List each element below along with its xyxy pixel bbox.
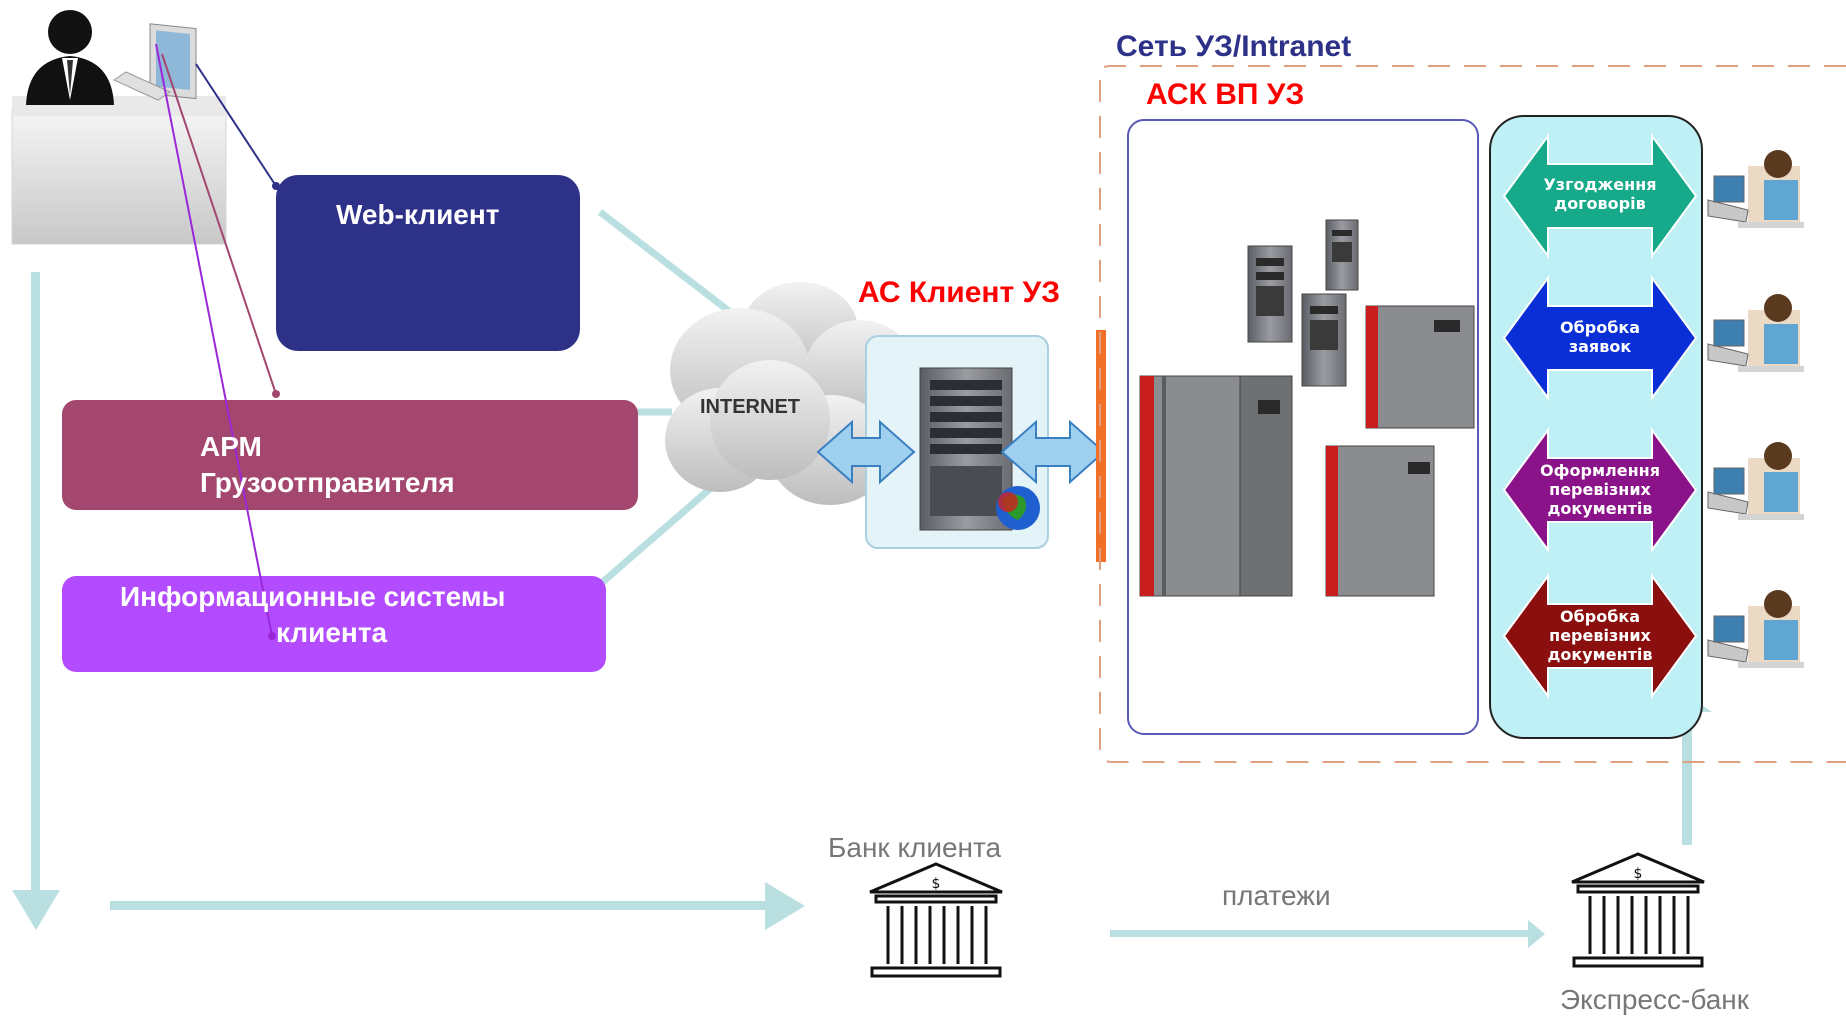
svg-text:$: $ xyxy=(1634,866,1643,882)
process-arrow-documents xyxy=(1502,426,1698,554)
network-title: Сеть УЗ/Intranet xyxy=(1116,30,1352,63)
internet-label: INTERNET xyxy=(700,396,800,418)
payments-label: платежи xyxy=(1222,880,1331,911)
arm-box[interactable] xyxy=(62,400,638,510)
express-bank-label: Экспресс-банк xyxy=(1560,984,1749,1015)
process-arrows[interactable] xyxy=(1502,132,1698,700)
server-tower-icon xyxy=(919,367,1040,531)
ask-title: АСК ВП УЗ xyxy=(1146,78,1305,111)
process-arrow-contracts xyxy=(1502,132,1698,260)
as-client-title: АС Клиент УЗ xyxy=(858,276,1061,309)
server-cluster-icon xyxy=(1139,219,1475,597)
svg-text:$: $ xyxy=(932,876,941,892)
info-systems-box[interactable] xyxy=(62,576,606,672)
process-arrow-requests xyxy=(1502,274,1698,402)
ask-frame xyxy=(1127,119,1479,735)
info-systems-label-line1: Информационные системы xyxy=(120,581,506,612)
process-arrow-processing xyxy=(1502,572,1698,700)
network-boundary xyxy=(1099,65,1846,763)
connector-lines xyxy=(155,43,280,640)
operator-at-laptop-icon xyxy=(1707,150,1804,668)
arm-label-line2: Грузоотправителя xyxy=(200,467,455,498)
bank-client-label: Банк клиента xyxy=(828,832,1002,863)
businessman-at-desk-icon xyxy=(11,10,227,245)
info-systems-label-line2: клиента xyxy=(276,617,388,648)
arm-label-line1: АРМ xyxy=(200,431,262,462)
bank-building-icon: $ $ xyxy=(869,852,1705,978)
double-arrow-icon xyxy=(816,419,1106,485)
internet-cloud-icon xyxy=(665,282,915,505)
web-client-box[interactable] xyxy=(276,175,580,351)
web-client-label: Web-клиент xyxy=(336,199,500,230)
